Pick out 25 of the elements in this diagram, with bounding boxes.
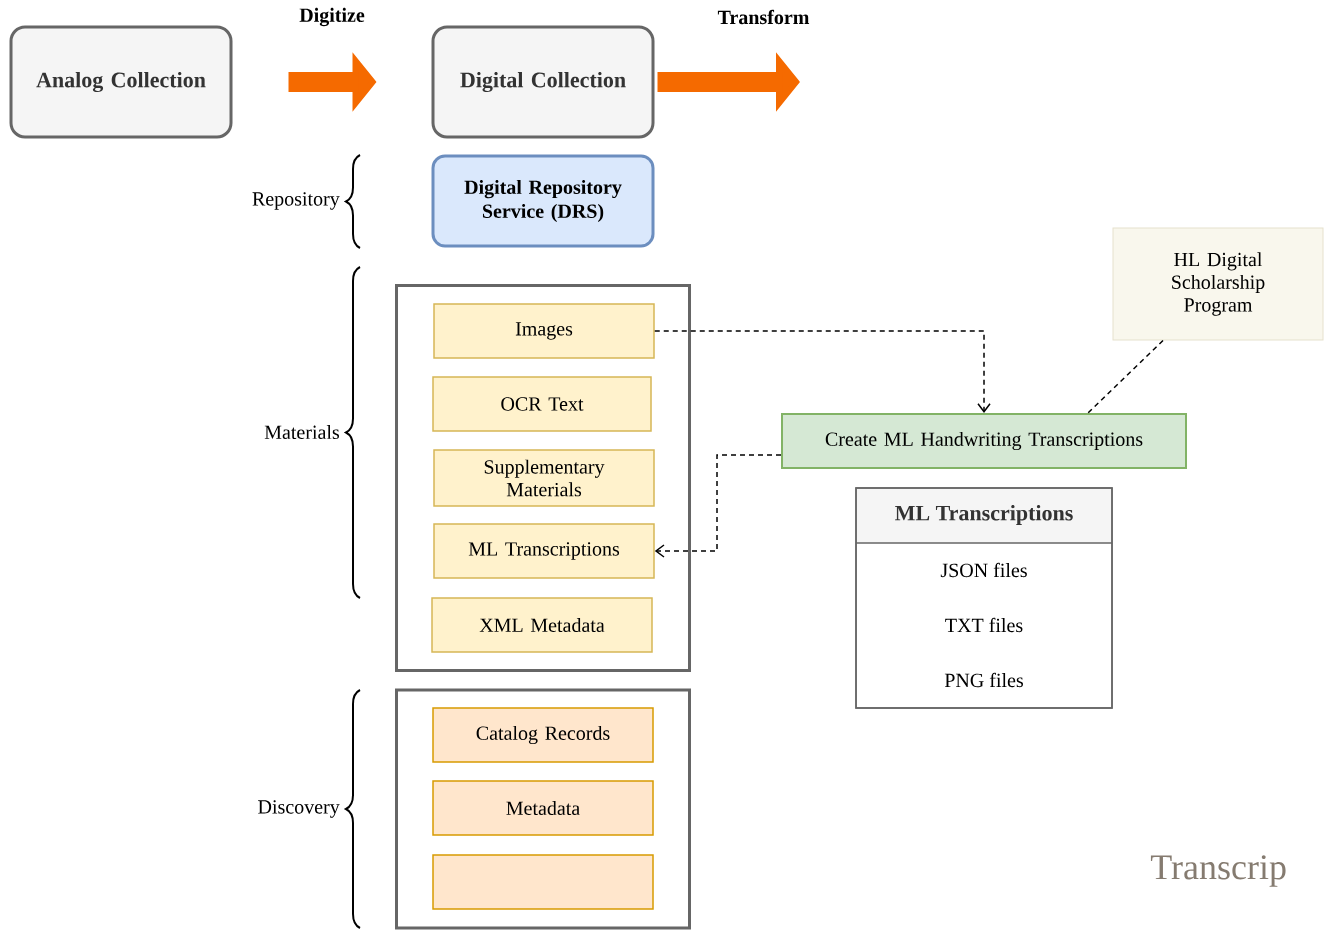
material-box: Images <box>433 303 655 359</box>
material-box: ML Transcriptions <box>433 523 655 579</box>
edge-label: Transform <box>717 9 810 25</box>
brace-label: Repository <box>252 192 340 210</box>
connector <box>654 454 782 558</box>
connector <box>654 330 991 413</box>
program-box: HL Digital Scholarship Program <box>1112 227 1324 341</box>
connector <box>1087 339 1164 414</box>
file-table: ML Transcriptions JSON files TXT files PNG files <box>855 487 1113 709</box>
collection-box: Analog Collection <box>9 25 233 139</box>
material-box: XML Metadata <box>431 597 653 653</box>
collection-box: Digital Collection <box>431 25 655 139</box>
discovery-box: Catalog Records <box>432 707 654 763</box>
edge-label: Digitize <box>299 7 365 27</box>
material-box: OCR Text <box>432 376 652 432</box>
empty-box <box>432 854 654 910</box>
brace-label: Materials <box>264 424 339 439</box>
group-frame <box>395 688 691 930</box>
group-frame <box>395 284 691 672</box>
brace-label: Discovery <box>258 800 340 818</box>
repository-box: Digital Repository Service (DRS) <box>431 154 655 248</box>
process-box: Create ML Handwriting Transcriptions <box>781 413 1187 469</box>
watermark-text: Transcrip <box>1150 855 1286 887</box>
discovery-box: Metadata <box>432 780 654 836</box>
material-box: Supplementary Materials <box>433 449 655 507</box>
